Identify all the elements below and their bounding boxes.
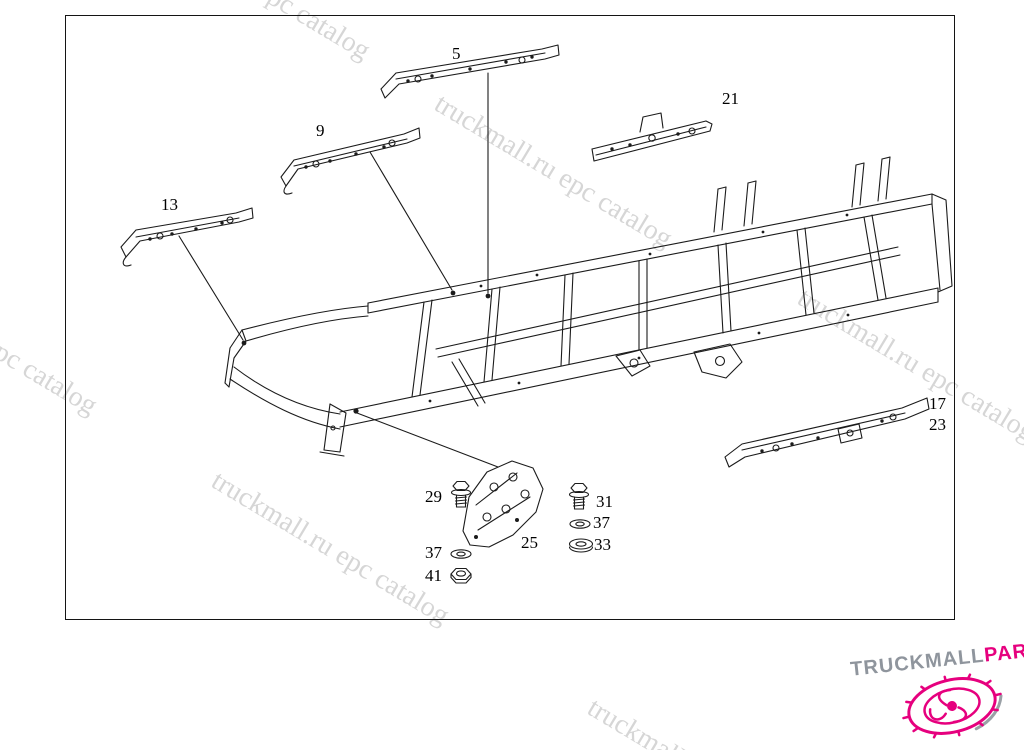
- part-13-drawing: [120, 207, 254, 267]
- leader-line-5: [485, 72, 491, 299]
- nut-41-drawing: [450, 567, 472, 584]
- part-5-drawing: [380, 44, 560, 99]
- part-label-17: 17: [929, 394, 946, 413]
- part-label-33: 33: [594, 535, 611, 554]
- part-label-23: 23: [929, 415, 946, 434]
- chassis-frame-drawing: [224, 156, 953, 457]
- gear-logo-icon: [902, 673, 1003, 739]
- part-label-5: 5: [452, 44, 461, 63]
- part-label-25: 25: [521, 533, 538, 552]
- part-9-drawing: [280, 127, 421, 195]
- diagram-border: [65, 15, 955, 620]
- bolt-31-drawing: [568, 482, 590, 510]
- part-label-29: 29: [425, 487, 442, 506]
- leader-line-25: [353, 408, 499, 468]
- part-21-drawing: [591, 112, 713, 162]
- washer-33-drawing: [568, 538, 594, 553]
- part-label-31: 31: [596, 492, 613, 511]
- part-label-13: 13: [161, 195, 178, 214]
- part-label-37-left: 37: [425, 543, 442, 562]
- washer-37-right-drawing: [569, 519, 591, 529]
- bolt-29-drawing: [450, 480, 472, 508]
- leader-line-9: [369, 151, 456, 296]
- part-label-21: 21: [722, 89, 739, 108]
- part-label-37-right: 37: [593, 513, 610, 532]
- leader-line-13: [178, 235, 247, 346]
- washer-37-left-drawing: [450, 549, 472, 559]
- part-17-23-drawing: [724, 397, 930, 468]
- part-25-drawing: [462, 460, 544, 548]
- part-label-9: 9: [316, 121, 325, 140]
- part-label-41: 41: [425, 566, 442, 585]
